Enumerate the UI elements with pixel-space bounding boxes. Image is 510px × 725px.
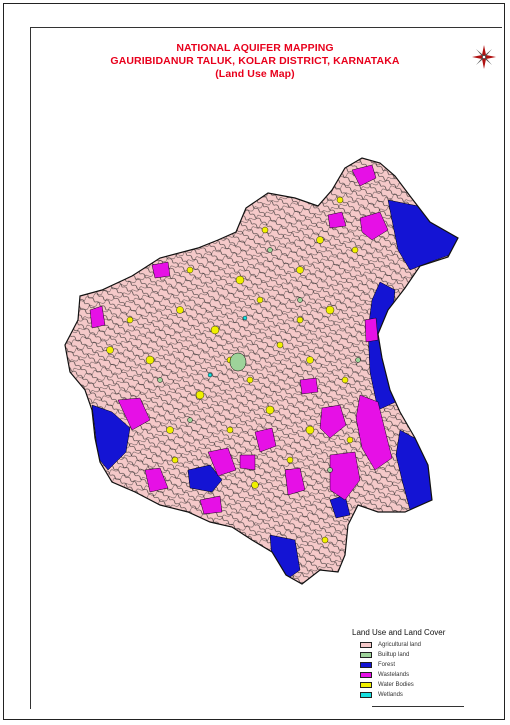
legend-item-water-bodies: Water Bodies xyxy=(352,680,482,690)
legend-item-builtup: Builtup land xyxy=(352,650,482,660)
wetland-areas xyxy=(207,315,248,378)
legend-swatch xyxy=(360,692,372,698)
legend-item-forest: Forest xyxy=(352,660,482,670)
legend-label: Water Bodies xyxy=(378,682,414,688)
map-neatline xyxy=(30,27,502,709)
legend-label: Builtup land xyxy=(378,652,410,658)
legend-label: Wastelands xyxy=(378,672,410,678)
legend-label: Forest xyxy=(378,662,396,668)
water-body-areas xyxy=(106,196,359,544)
legend-swatch xyxy=(360,662,372,668)
legend-item-wastelands: Wastelands xyxy=(352,670,482,680)
legend-divider xyxy=(372,706,464,707)
legend-item-agricultural: Agricultural land xyxy=(352,640,482,650)
map-title-line-2: GAURIBIDANUR TALUK, KOLAR DISTRICT, KARN… xyxy=(110,55,400,67)
legend-title: Land Use and Land Cover xyxy=(352,628,446,637)
legend-swatch xyxy=(360,682,372,688)
wasteland-areas xyxy=(89,164,393,515)
map-subtitle: (Land Use Map) xyxy=(215,68,295,80)
legend: Land Use and Land Cover Agricultural lan… xyxy=(352,628,482,700)
legend-swatch xyxy=(360,652,372,658)
north-compass-icon xyxy=(472,45,496,69)
legend-item-wetlands: Wetlands xyxy=(352,690,482,700)
builtup-areas xyxy=(157,247,361,473)
legend-swatch xyxy=(360,672,372,678)
legend-swatch xyxy=(360,642,372,648)
map-title-line-1: NATIONAL AQUIFER MAPPING xyxy=(176,42,334,54)
legend-label: Wetlands xyxy=(378,692,403,698)
legend-label: Agricultural land xyxy=(378,642,422,648)
